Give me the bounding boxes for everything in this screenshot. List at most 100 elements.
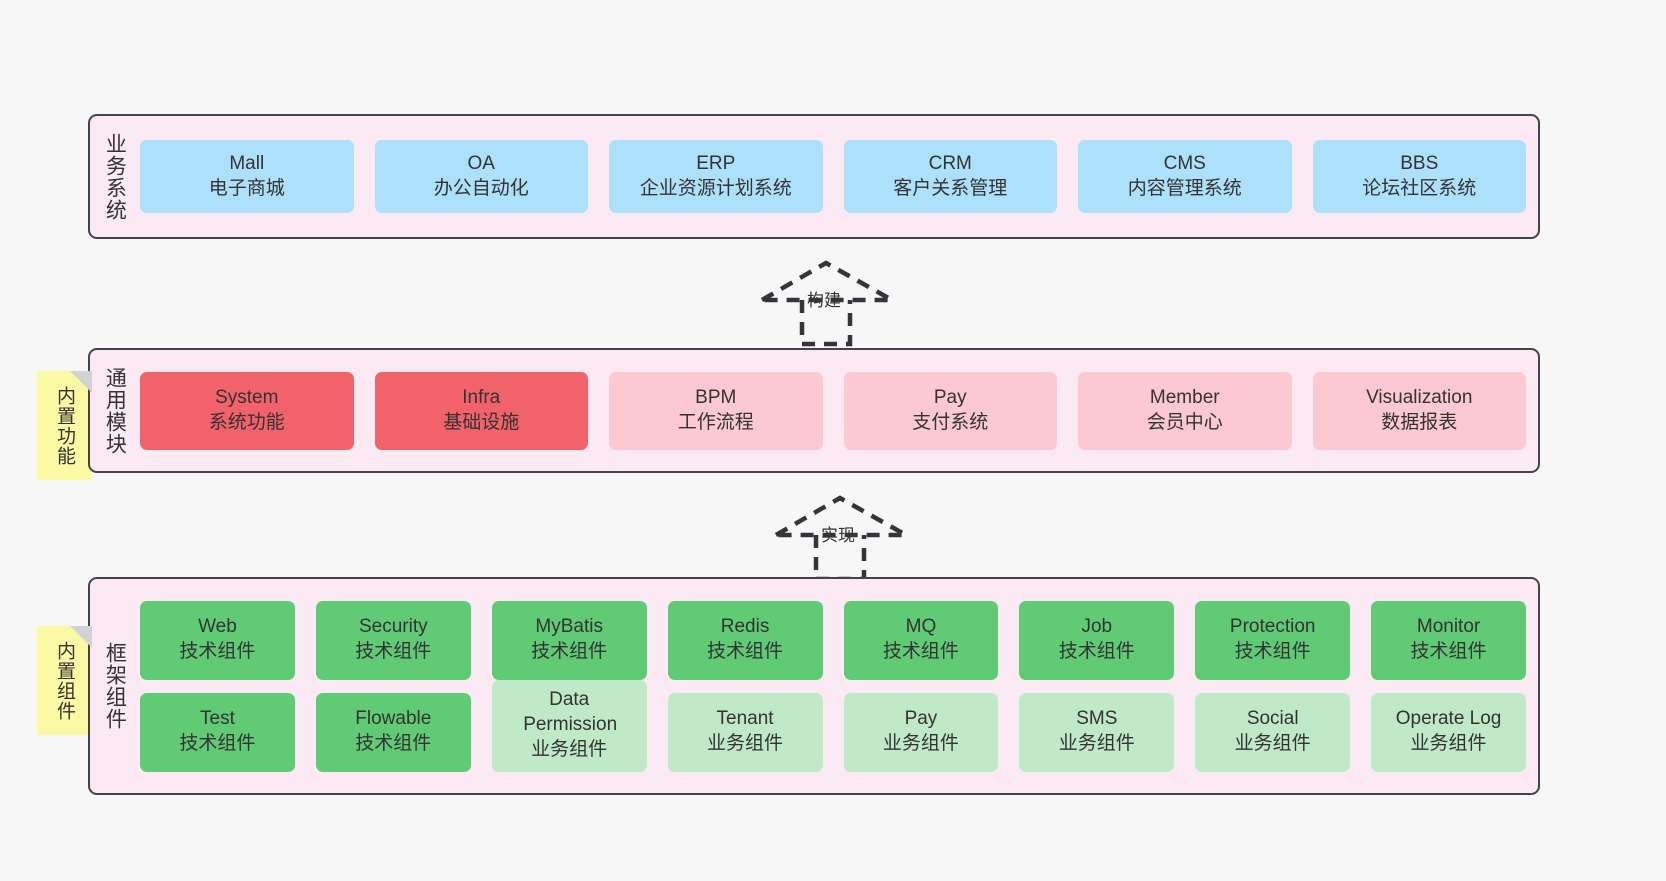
card-protection[interactable]: Protection 技术组件 (1195, 600, 1351, 680)
card-tenant[interactable]: Tenant 业务组件 (667, 692, 823, 772)
card-title: ERP (696, 152, 736, 174)
card-member[interactable]: Member 会员中心 (1078, 371, 1292, 450)
card-subtitle: 会员中心 (1146, 411, 1223, 433)
card-title: Infra (462, 386, 501, 408)
card-subtitle: 业务组件 (531, 738, 608, 760)
card-subtitle: 技术组件 (1058, 641, 1135, 662)
note-fold-corner-icon (70, 371, 92, 393)
arrow-build-glyph (753, 260, 901, 347)
card-title: System (215, 386, 279, 408)
arrow-build: 构建 (752, 252, 904, 348)
card-data-permission[interactable]: Data Permission 业务组件 (491, 679, 647, 772)
card-title: Monitor (1416, 616, 1481, 638)
framework-business-row: Test 技术组件 Flowable 技术组件 Data Permission … (140, 679, 1526, 772)
card-bbs[interactable]: BBS 论坛社区系统 (1312, 140, 1526, 213)
card-subtitle: 业务组件 (1234, 733, 1311, 754)
card-title: Web (198, 616, 237, 638)
layer-body-business-systems: Mall 电子商城 OA 办公自动化 ERP 企业资源计划系统 CRM 客户关系… (134, 116, 1538, 237)
card-title: Redis (720, 616, 770, 638)
card-subtitle: 支付系统 (912, 411, 989, 433)
card-subtitle: 技术组件 (531, 641, 608, 662)
card-system[interactable]: System 系统功能 (140, 371, 354, 450)
card-title: OA (467, 152, 495, 174)
layer-common-modules: 通用模块 System 系统功能 Infra 基础设施 BPM 工作流程 Pay… (88, 348, 1540, 473)
card-pay-module[interactable]: Pay 支付系统 (843, 371, 1057, 450)
card-subtitle: 业务组件 (1410, 733, 1487, 754)
card-test[interactable]: Test 技术组件 (140, 692, 295, 772)
card-title: Test (200, 708, 235, 730)
card-bpm[interactable]: BPM 工作流程 (609, 371, 823, 450)
card-subtitle: 技术组件 (179, 641, 256, 662)
card-sms[interactable]: SMS 业务组件 (1019, 692, 1175, 772)
card-title: BPM (695, 386, 737, 408)
card-subtitle: 论坛社区系统 (1362, 177, 1477, 199)
card-subtitle: 技术组件 (1410, 641, 1487, 662)
note-builtin-components: 内置组件 (37, 626, 92, 735)
card-subtitle: 技术组件 (179, 733, 256, 754)
card-subtitle: 系统功能 (208, 411, 285, 433)
arrow-implement: 实现 (766, 487, 918, 583)
card-subtitle: 办公自动化 (433, 177, 529, 199)
arrow-implement-label: 实现 (821, 526, 855, 545)
layer-title-common-modules: 通用模块 (103, 366, 127, 455)
card-title: MQ (905, 616, 937, 638)
card-monitor[interactable]: Monitor 技术组件 (1371, 600, 1526, 680)
card-infra[interactable]: Infra 基础设施 (374, 371, 588, 450)
card-subtitle: 内容管理系统 (1127, 177, 1242, 199)
card-subtitle: 客户关系管理 (893, 177, 1008, 199)
card-subtitle: 技术组件 (355, 641, 432, 662)
note-label: 内置组件 (53, 640, 75, 721)
card-subtitle: 技术组件 (355, 733, 432, 754)
layer-body-framework-components: Web 技术组件 Security 技术组件 MyBatis 技术组件 Redi… (134, 579, 1538, 793)
common-modules-row: System 系统功能 Infra 基础设施 BPM 工作流程 Pay 支付系统… (140, 371, 1526, 450)
card-subtitle: 技术组件 (882, 641, 959, 662)
card-title: Social (1246, 708, 1299, 730)
card-redis[interactable]: Redis 技术组件 (667, 600, 823, 680)
layer-business-systems: 业务系统 Mall 电子商城 OA 办公自动化 ERP 企业资源计划系统 CRM… (88, 114, 1540, 239)
card-crm[interactable]: CRM 客户关系管理 (843, 140, 1057, 213)
card-mybatis[interactable]: MyBatis 技术组件 (491, 600, 647, 680)
card-title: Mall (229, 152, 265, 174)
card-title: Tenant (716, 708, 774, 730)
card-subtitle: 基础设施 (443, 411, 520, 433)
layer-body-common-modules: System 系统功能 Infra 基础设施 BPM 工作流程 Pay 支付系统… (134, 350, 1538, 471)
card-erp[interactable]: ERP 企业资源计划系统 (609, 140, 823, 213)
card-title: Operate Log (1395, 708, 1502, 730)
card-subtitle: 业务组件 (707, 733, 784, 754)
card-title: Visualization (1366, 386, 1473, 408)
card-security[interactable]: Security 技术组件 (315, 600, 471, 680)
card-title: Data Permission (523, 689, 618, 736)
note-label: 内置功能 (53, 385, 75, 466)
card-title: MyBatis (535, 616, 603, 638)
card-title: Pay (904, 708, 938, 730)
card-title: Member (1149, 386, 1220, 408)
card-pay-component[interactable]: Pay 业务组件 (843, 692, 999, 772)
card-mq[interactable]: MQ 技术组件 (843, 600, 999, 680)
card-title: Flowable (355, 708, 432, 730)
card-subtitle: 技术组件 (1234, 641, 1311, 662)
card-subtitle: 业务组件 (1058, 733, 1135, 754)
card-subtitle: 业务组件 (882, 733, 959, 754)
card-title: Pay (933, 386, 967, 408)
card-cms[interactable]: CMS 内容管理系统 (1078, 140, 1292, 213)
card-title: Security (358, 616, 428, 638)
card-operate-log[interactable]: Operate Log 业务组件 (1371, 692, 1526, 772)
card-job[interactable]: Job 技术组件 (1019, 600, 1175, 680)
card-title: Job (1081, 616, 1113, 638)
card-title: Protection (1229, 616, 1316, 638)
card-title: SMS (1076, 708, 1118, 730)
card-flowable[interactable]: Flowable 技术组件 (315, 692, 471, 772)
card-oa[interactable]: OA 办公自动化 (374, 140, 588, 213)
card-social[interactable]: Social 业务组件 (1195, 692, 1351, 772)
card-subtitle: 工作流程 (677, 411, 754, 433)
card-subtitle: 数据报表 (1381, 411, 1458, 433)
card-web[interactable]: Web 技术组件 (140, 600, 295, 680)
card-subtitle: 电子商城 (208, 177, 285, 199)
layer-title-framework-components: 框架组件 (103, 642, 127, 730)
business-systems-row: Mall 电子商城 OA 办公自动化 ERP 企业资源计划系统 CRM 客户关系… (140, 140, 1526, 213)
card-mall[interactable]: Mall 电子商城 (140, 140, 354, 213)
card-title: CRM (928, 152, 972, 174)
note-fold-corner-icon (70, 626, 92, 648)
card-visualization[interactable]: Visualization 数据报表 (1312, 371, 1526, 450)
arrow-build-label: 构建 (807, 291, 841, 310)
